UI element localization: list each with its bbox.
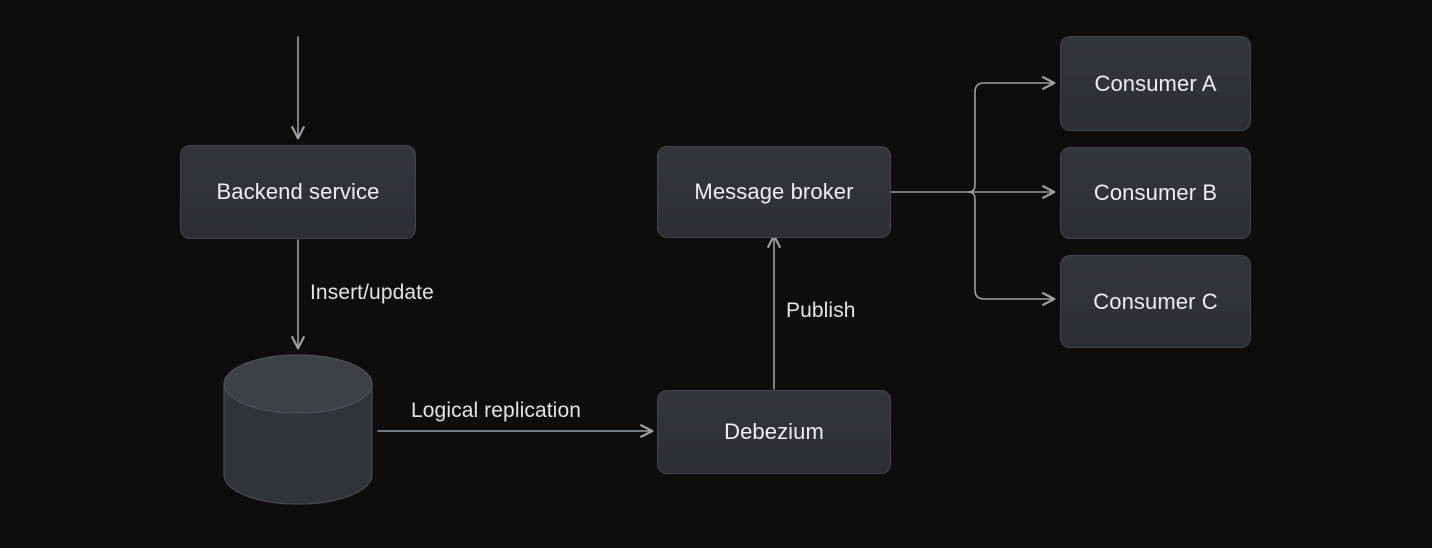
node-consumer-a-label: Consumer A <box>1094 70 1217 96</box>
database-cylinder-icon <box>223 354 373 505</box>
node-consumer-c-label: Consumer C <box>1093 288 1218 314</box>
node-debezium-label: Debezium <box>724 419 824 444</box>
node-backend-service-label: Backend service <box>216 179 380 204</box>
node-database[interactable] <box>223 361 373 507</box>
edge-label-logical-replication: Logical replication <box>411 399 582 422</box>
node-debezium[interactable]: Debezium <box>657 390 891 474</box>
node-message-broker[interactable]: Message broker <box>657 146 891 238</box>
node-consumer-a[interactable]: Consumer A <box>1060 36 1251 131</box>
node-message-broker-label: Message broker <box>694 179 854 204</box>
node-consumer-b-label: Consumer B <box>1093 180 1218 205</box>
arrow-broker-to-consumer-c <box>968 191 1054 299</box>
edge-label-publish: Publish <box>786 299 856 322</box>
node-consumer-c[interactable]: Consumer C <box>1060 255 1251 348</box>
node-consumer-b[interactable]: Consumer B <box>1060 147 1251 239</box>
edge-label-insert-update: Insert/update <box>310 281 434 304</box>
arrow-broker-to-consumer-a <box>968 83 1054 193</box>
node-backend-service[interactable]: Backend service <box>180 145 416 239</box>
